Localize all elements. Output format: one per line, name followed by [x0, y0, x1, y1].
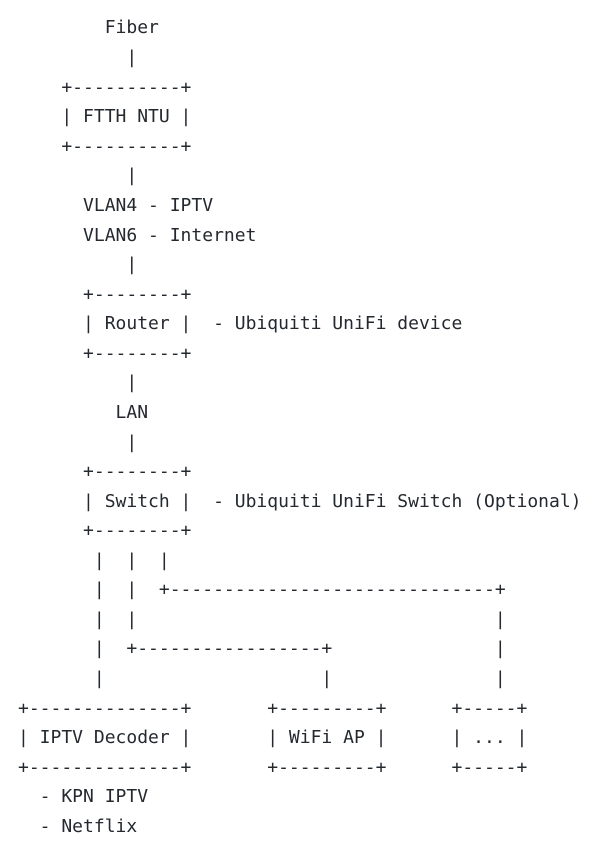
branch-line: | +-----------------+ | [18, 638, 506, 659]
ntu-box-label: | FTTH NTU | [18, 106, 192, 127]
router-box-bottom: +--------+ [18, 343, 192, 364]
vlan4-label: VLAN4 - IPTV [18, 195, 214, 216]
switch-ports-line: | | | [18, 550, 170, 571]
connector-line: | [18, 47, 138, 68]
connector-line: | [18, 372, 138, 393]
lan-label: LAN [18, 402, 149, 423]
switch-box-bottom: +--------+ [18, 520, 192, 541]
router-box-top: +--------+ [18, 284, 192, 305]
connector-line: | [18, 254, 138, 275]
connector-line: | [18, 432, 138, 453]
connector-line: | [18, 165, 138, 186]
ntu-box-bottom: +----------+ [18, 136, 192, 157]
ntu-box-top: +----------+ [18, 77, 192, 98]
branch-line: | | | [18, 668, 506, 689]
switch-box-top: +--------+ [18, 461, 192, 482]
kpn-iptv-note: - KPN IPTV [18, 786, 149, 807]
netflix-note: - Netflix [18, 816, 138, 837]
switch-box-label: | Switch | - Ubiquiti UniFi Switch (Opti… [18, 491, 582, 512]
fiber-label: Fiber [18, 17, 159, 38]
device-boxes-top: +--------------+ +---------+ +-----+ [18, 698, 528, 719]
router-box-label: | Router | - Ubiquiti UniFi device [18, 313, 463, 334]
branch-line: | | | [18, 609, 506, 630]
device-boxes-bottom: +--------------+ +---------+ +-----+ [18, 757, 528, 778]
vlan6-label: VLAN6 - Internet [18, 225, 257, 246]
branch-line: | | +------------------------------+ [18, 579, 506, 600]
device-boxes-label: | IPTV Decoder | | WiFi AP | | ... | [18, 727, 528, 748]
